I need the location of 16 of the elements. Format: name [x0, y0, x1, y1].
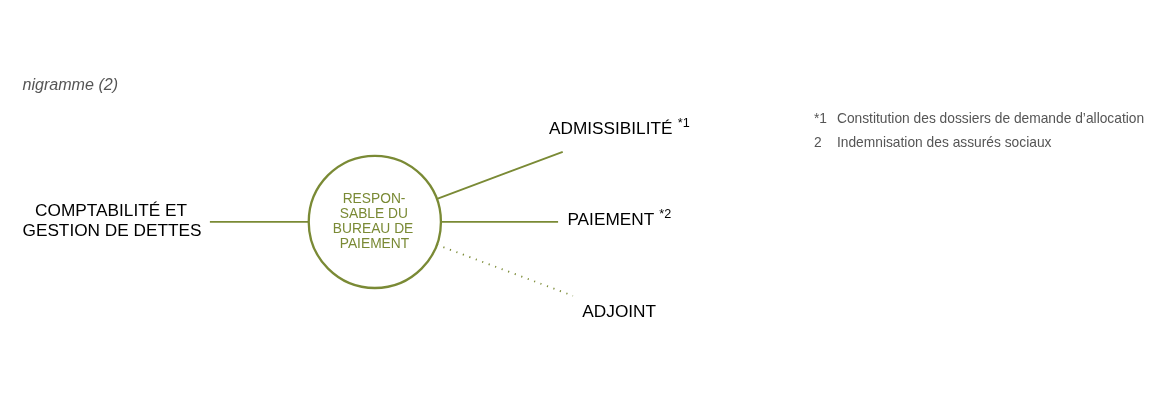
node-label: *1: [677, 115, 690, 130]
connector: [209, 220, 310, 223]
label: *1: [813, 110, 827, 126]
label: Constitution des dossiers de demande d’allocation: [836, 110, 1145, 126]
node-text: ADJOINT: [582, 300, 657, 321]
node-text: PAIEMENT: [567, 208, 655, 229]
node-circle: RESPON- SABLE DU BUREAU DE PAIEMENT: [307, 154, 443, 290]
label: Indemnisation des assurés sociaux: [836, 134, 1052, 150]
label: 2: [813, 134, 822, 150]
connector: [436, 243, 574, 297]
node-text: ADMISSIBILITÉ: [548, 117, 673, 138]
node-label: *2: [659, 206, 672, 221]
node-text: COMPTABILITÉ ET GESTION DE DETTES: [22, 200, 202, 240]
connector: [440, 220, 559, 223]
diagram-title: nigramme (2): [22, 74, 119, 93]
connector: [436, 150, 564, 200]
